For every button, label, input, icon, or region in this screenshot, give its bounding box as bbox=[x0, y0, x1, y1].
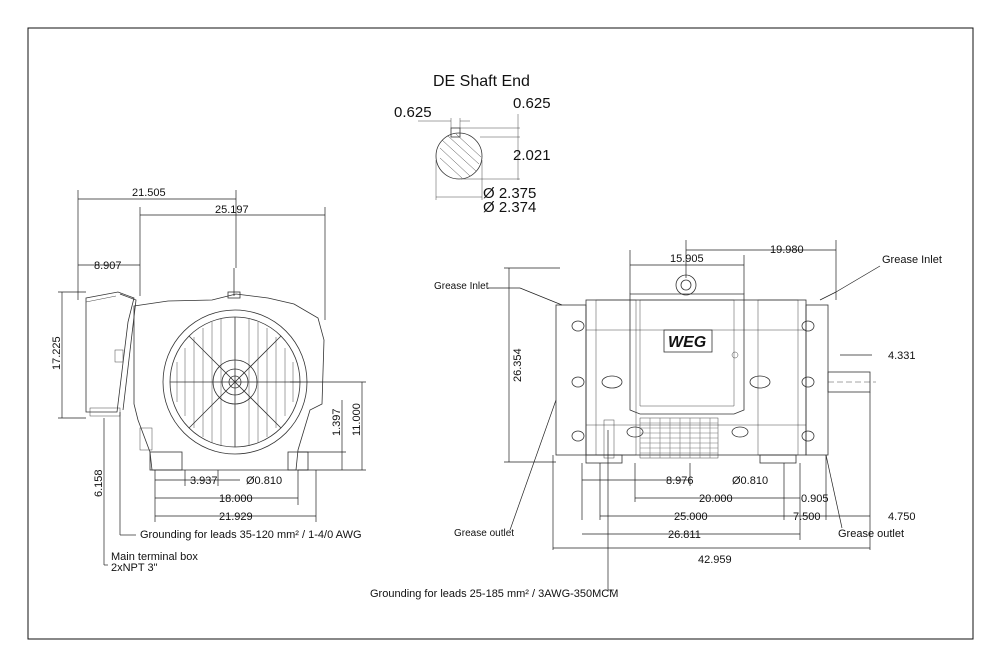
top-width-label: 15.905 bbox=[670, 253, 704, 265]
front-hole-dia-label: Ø0.810 bbox=[246, 475, 282, 487]
side-view: WEG bbox=[370, 240, 942, 600]
shaft-end-title: DE Shaft End bbox=[433, 73, 530, 90]
weg-logo bbox=[663, 329, 713, 353]
grease-inlet-right-label: Grease Inlet bbox=[882, 254, 942, 266]
shaft-key bbox=[450, 127, 461, 138]
foot-inner-label: 3.937 bbox=[190, 475, 218, 487]
side-hole-dia-label: Ø0.810 bbox=[732, 475, 768, 487]
foot-height-label: 1.397 bbox=[331, 408, 343, 436]
grease-inlet-left-label: Grease Inlet bbox=[434, 281, 489, 292]
frame-width-label: 25.197 bbox=[215, 204, 249, 216]
key-height-label: 0.625 bbox=[513, 95, 551, 112]
front-view: 21.505 25.197 8.907 17.225 6.158 11.000 … bbox=[51, 187, 366, 574]
weg-logo-text: WEG bbox=[668, 334, 706, 351]
dim-7500-label: 7.500 bbox=[793, 511, 821, 523]
side-grounding-note: Grounding for leads 25-185 mm² / 3AWG-35… bbox=[370, 588, 618, 600]
key-depth-label: 2.021 bbox=[513, 147, 551, 164]
shaft-section bbox=[435, 132, 483, 180]
shaft-end-detail: DE Shaft End 0.625 0.625 2.021 Ø 2.375 Ø… bbox=[394, 73, 551, 216]
base-width-label: 21.929 bbox=[219, 511, 253, 523]
top-terminal-box bbox=[629, 293, 745, 415]
key-width-label: 0.625 bbox=[394, 104, 432, 121]
box-offset-label: 8.907 bbox=[94, 260, 122, 272]
grease-outlet-left-label: Grease outlet bbox=[454, 528, 514, 539]
shaft-height-label: 11.000 bbox=[351, 403, 363, 436]
dim-0905-label: 0.905 bbox=[801, 493, 829, 505]
dim-25000-label: 25.000 bbox=[674, 511, 708, 523]
front-grounding-note: Grounding for leads 35-120 mm² / 1-4/0 A… bbox=[140, 529, 362, 541]
dim-20000-label: 20.000 bbox=[699, 493, 733, 505]
top-offset-label: 19.980 bbox=[770, 244, 804, 256]
fan-hub bbox=[212, 359, 258, 405]
grease-outlet-right-label: Grease outlet bbox=[838, 528, 904, 540]
box-bottom-label: 6.158 bbox=[93, 469, 105, 497]
overall-width-label: 21.505 bbox=[132, 187, 166, 199]
shaft-dia-max-label: Ø 2.375 bbox=[483, 185, 536, 202]
side-height-label: 26.354 bbox=[512, 348, 524, 382]
box-height-label: 17.225 bbox=[51, 336, 63, 370]
sheet-border bbox=[27, 27, 974, 640]
terminal-box-note-line2: 2xNPT 3" bbox=[111, 562, 158, 574]
terminal-box bbox=[85, 291, 135, 413]
dim-8976-label: 8.976 bbox=[666, 475, 694, 487]
overall-length-label: 42.959 bbox=[698, 554, 732, 566]
shaft-dia-label: 4.331 bbox=[888, 350, 916, 362]
dim-26811-label: 26.811 bbox=[668, 529, 701, 541]
dim-4750-label: 4.750 bbox=[888, 511, 916, 523]
foot-span-label: 18.000 bbox=[219, 493, 253, 505]
terminal-box-note-line1: Main terminal box bbox=[111, 551, 198, 563]
shaft-dia-min-label: Ø 2.374 bbox=[483, 199, 536, 216]
